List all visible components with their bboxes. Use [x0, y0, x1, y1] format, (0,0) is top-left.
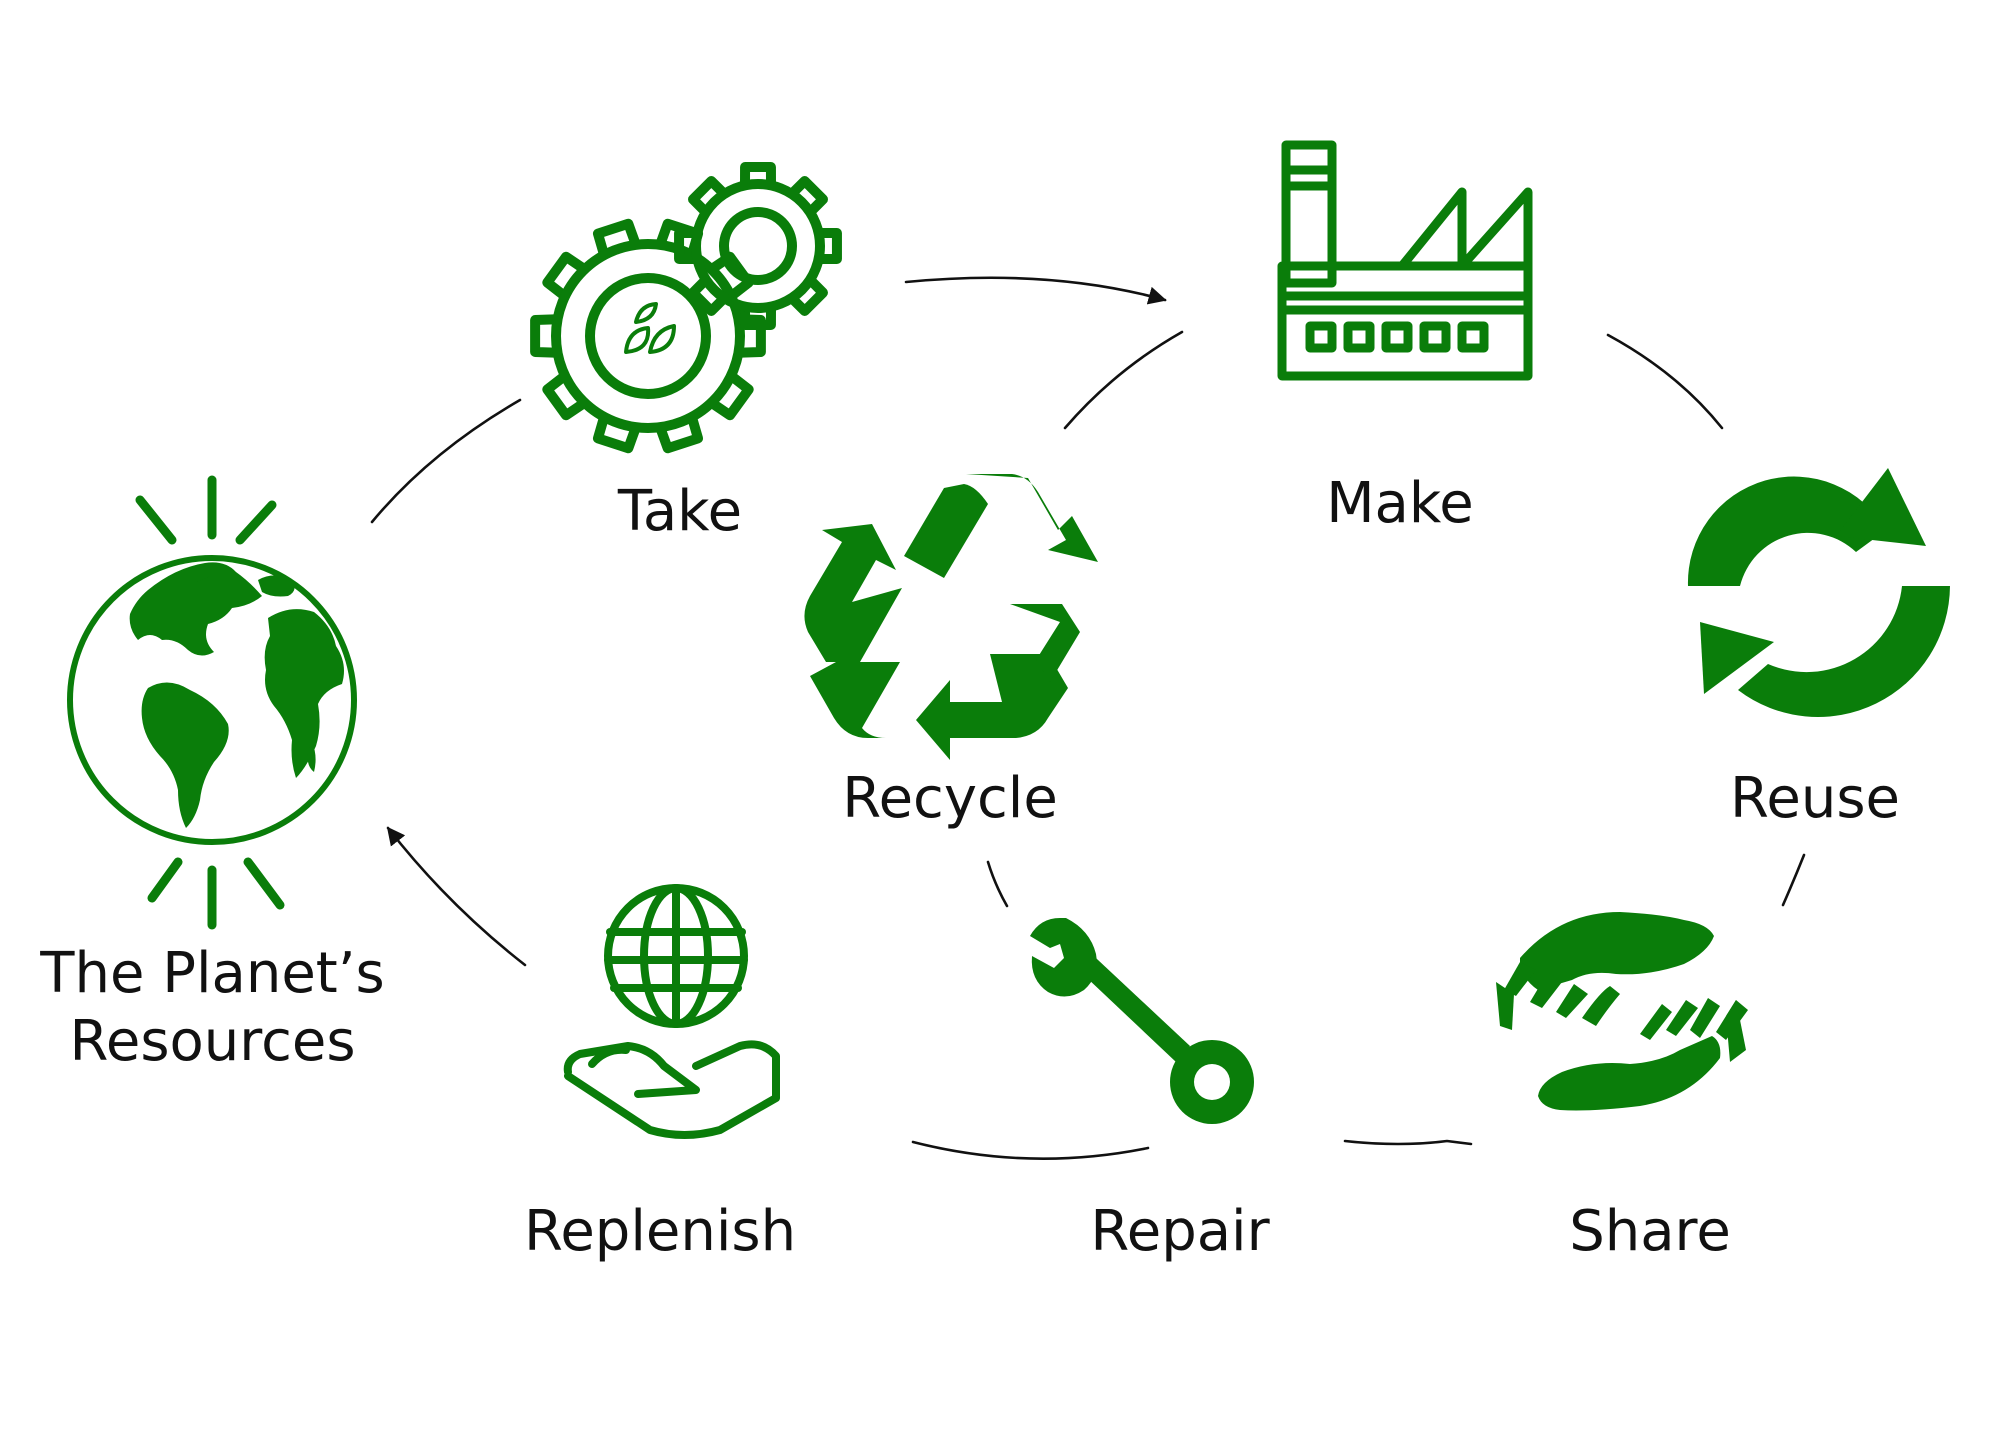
connector-make-to-reuse: [1606, 333, 1724, 430]
planet-label-line-2: Resources: [69, 1009, 356, 1074]
gear-tooth: [788, 276, 828, 316]
node-label-share: Share: [1569, 1199, 1731, 1264]
gear-tooth: [542, 371, 588, 421]
gear-tooth: [739, 162, 777, 186]
node-label-replenish: Replenish: [523, 1199, 797, 1264]
gear-tooth: [818, 227, 842, 265]
wrench-icon: [1030, 918, 1254, 1124]
node-label-take: Take: [617, 479, 743, 544]
gear-tooth: [688, 176, 728, 216]
sharing-hands-icon: [1496, 912, 1748, 1111]
node-label-planet: The Planet’s Resources: [40, 940, 385, 1076]
node-label-recycle: Recycle: [842, 766, 1058, 831]
connectors: [370, 276, 1806, 1160]
gear-tooth: [592, 218, 641, 257]
arrow-replenish-to-planet: [386, 826, 527, 967]
connector-recycle-to-repair: [986, 860, 1009, 908]
refresh-arrows-icon: [1687, 468, 1950, 718]
node-label-make: Make: [1326, 471, 1474, 536]
gear-tooth: [530, 314, 558, 358]
gear-rim: [691, 179, 825, 313]
gear-rim: [551, 239, 745, 433]
factory-icon: [1277, 140, 1533, 381]
connector-recycle-to-make: [1063, 330, 1184, 430]
gear-tooth: [674, 227, 698, 265]
gear-tooth: [788, 176, 828, 216]
connector-planet-to-take: [370, 398, 522, 524]
planet-label-line-1: The Planet’s: [40, 941, 385, 1006]
gear-tooth: [739, 306, 777, 330]
gear-tooth: [592, 415, 641, 454]
connector-share-to-repair: [1343, 1139, 1473, 1146]
node-label-reuse: Reuse: [1730, 766, 1900, 831]
gear-tooth: [655, 415, 704, 454]
globe-icon: [67, 475, 357, 930]
node-label-repair: Repair: [1090, 1199, 1270, 1264]
connector-repair-to-replenish: [911, 1140, 1150, 1160]
gear-tooth: [542, 251, 588, 301]
connector-reuse-to-share: [1781, 853, 1806, 907]
recycle-icon: [804, 474, 1098, 760]
gear-tooth: [708, 371, 754, 421]
arrow-take-to-make: [904, 276, 1167, 305]
hand-globe-icon: [563, 884, 780, 1139]
gear-tooth: [688, 276, 728, 316]
gears-leaf-icon: [530, 162, 842, 454]
